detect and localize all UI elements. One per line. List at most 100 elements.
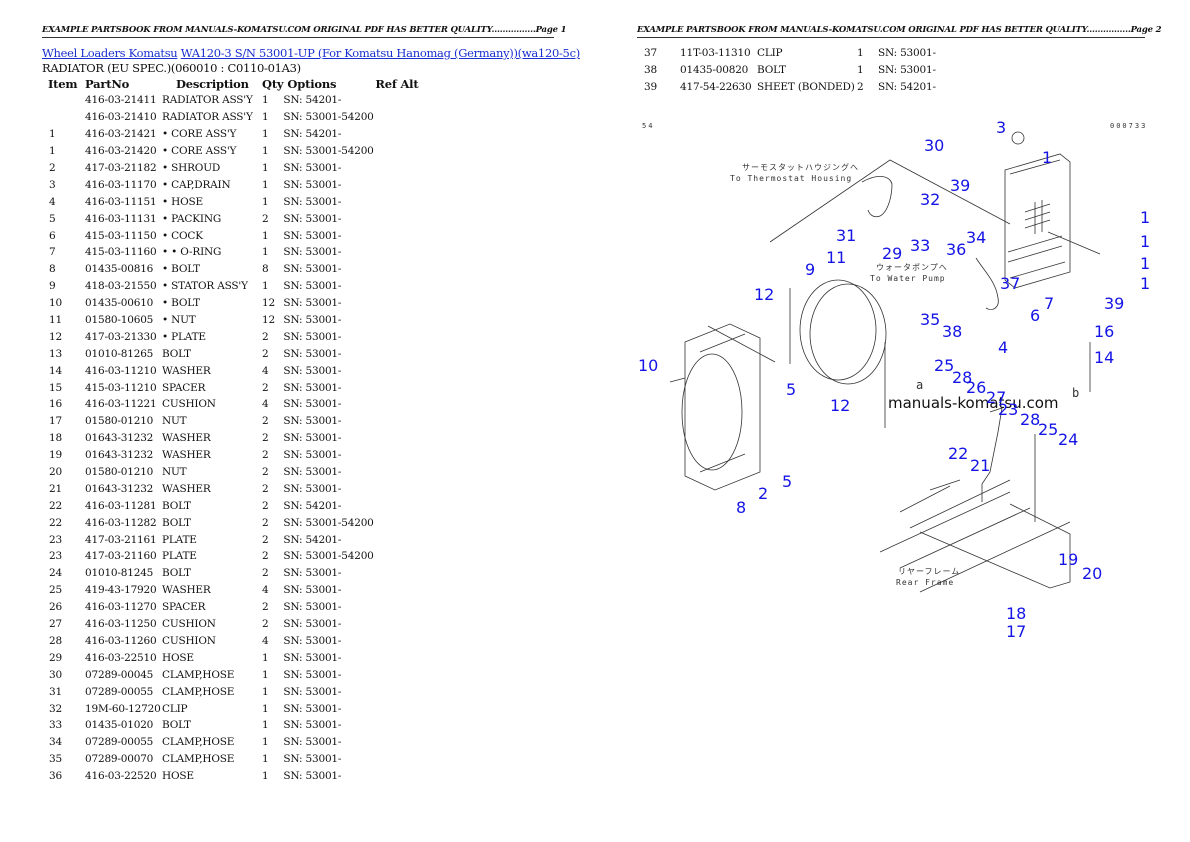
- cell-options: SN: 54201-: [283, 94, 342, 107]
- cell-item: 15: [49, 381, 62, 394]
- cell-qty: 2: [262, 330, 269, 343]
- callout-number: 18: [1006, 604, 1027, 623]
- callout-number: 28: [1020, 410, 1041, 429]
- cell-qty: 1: [857, 47, 864, 60]
- cell-description: CUSHION: [162, 618, 216, 631]
- cell-description: BOLT: [162, 499, 191, 512]
- callout-number: 32: [920, 190, 941, 209]
- cell-ref-alt: [375, 362, 425, 379]
- cell-options: SN: 53001-: [283, 449, 342, 462]
- cell-options: SN: 53001-: [283, 347, 342, 360]
- cell-ref-alt: [375, 143, 425, 160]
- cell-ref-alt: [375, 565, 425, 582]
- cell-options: SN: 53001-: [283, 178, 342, 191]
- breadcrumb-link-wheel-loaders[interactable]: Wheel Loaders Komatsu: [42, 46, 178, 60]
- cell-options: SN: 54201-: [878, 81, 936, 94]
- cell-ref-alt: [375, 193, 425, 210]
- cell-ref-alt: [970, 45, 1020, 62]
- cell-partno: 416-03-11282: [85, 516, 157, 529]
- cell-partno: 416-03-11270: [85, 601, 157, 614]
- cell-qty: 2: [262, 533, 269, 546]
- cell-qty: 4: [262, 398, 269, 411]
- cell-options: SN: 53001-54200: [283, 550, 374, 563]
- cell-partno: 01580-10605: [85, 314, 154, 327]
- cell-ref-alt: [375, 751, 425, 768]
- cell-description: • PACKING: [162, 212, 222, 225]
- parts-table: Item PartNo Description Qty Options Ref …: [42, 76, 425, 785]
- cell-ref-alt: [375, 531, 425, 548]
- callout-number: 12: [754, 285, 775, 304]
- cell-description: CUSHION: [162, 398, 216, 411]
- cell-options: SN: 53001-: [283, 702, 342, 715]
- breadcrumb-link-model[interactable]: WA120-3 S/N 53001-UP (For Komatsu Hanoma…: [180, 46, 580, 60]
- cell-ref-alt: [375, 396, 425, 413]
- callout-number: 34: [966, 228, 987, 247]
- page-1: EXAMPLE PARTSBOOK FROM MANUALS-KOMATSU.C…: [42, 25, 580, 785]
- cell-options: SN: 53001-: [283, 280, 342, 293]
- cell-item: 7: [49, 246, 56, 259]
- cell-item: 1: [49, 128, 56, 141]
- page-header: EXAMPLE PARTSBOOK FROM MANUALS-KOMATSU.C…: [42, 25, 566, 38]
- callout-number: 30: [924, 136, 945, 155]
- cell-partno: 415-03-11210: [85, 381, 157, 394]
- cell-partno: 416-03-11260: [85, 634, 157, 647]
- cell-item: 27: [49, 618, 62, 631]
- cell-ref-alt: [375, 599, 425, 616]
- cell-options: SN: 53001-: [878, 64, 936, 77]
- cell-options: SN: 53001-: [283, 432, 342, 445]
- cell-ref-alt: [970, 62, 1020, 79]
- cell-description: NUT: [162, 415, 187, 428]
- cell-qty: 1: [262, 736, 269, 749]
- cell-qty: 2: [262, 499, 269, 512]
- cell-partno: 416-03-11221: [85, 398, 157, 411]
- cell-options: SN: 53001-: [283, 364, 342, 377]
- cell-qty: 1: [262, 280, 269, 293]
- cell-description: WASHER: [162, 449, 211, 462]
- cell-qty: 1: [262, 702, 269, 715]
- cell-qty: 1: [262, 753, 269, 766]
- cell-options: SN: 53001-54200: [283, 516, 374, 529]
- cell-item: 29: [49, 651, 62, 664]
- cell-partno: 01010-81265: [85, 347, 154, 360]
- cell-description: WASHER: [162, 432, 211, 445]
- cell-item: 21: [49, 482, 62, 495]
- cell-qty: 1: [262, 668, 269, 681]
- cell-options: SN: 53001-: [283, 567, 342, 580]
- cell-item: 35: [49, 753, 62, 766]
- diagram-drawing: [669, 131, 1101, 593]
- cell-item: 32: [49, 702, 62, 715]
- callout-number: 21: [970, 456, 991, 475]
- note-rearframe-jp: リヤーフレーム: [898, 567, 961, 576]
- cell-options: SN: 54201-: [283, 499, 342, 512]
- cell-description: • • O-RING: [162, 246, 222, 259]
- cell-partno: 416-03-22510: [85, 651, 157, 664]
- cell-qty: 2: [262, 567, 269, 580]
- callout-number: 25: [934, 356, 955, 375]
- cell-options: SN: 53001-: [283, 297, 342, 310]
- cell-description: • NUT: [162, 314, 196, 327]
- cell-description: • STATOR ASS'Y: [162, 280, 248, 293]
- cell-options: SN: 53001-: [283, 685, 342, 698]
- cell-options: SN: 53001-: [283, 466, 342, 479]
- cell-partno: 416-03-11151: [85, 195, 157, 208]
- cell-ref-alt: [375, 700, 425, 717]
- cell-options: SN: 53001-: [283, 634, 342, 647]
- cell-ref-alt: [375, 649, 425, 666]
- cell-item: 18: [49, 432, 62, 445]
- cell-options: SN: 53001-: [283, 263, 342, 276]
- cell-ref-alt: [375, 126, 425, 143]
- callout-number: 12: [830, 396, 851, 415]
- cell-ref-alt: [375, 666, 425, 683]
- cell-qty: 1: [857, 64, 864, 77]
- cell-partno: 07289-00070: [85, 753, 154, 766]
